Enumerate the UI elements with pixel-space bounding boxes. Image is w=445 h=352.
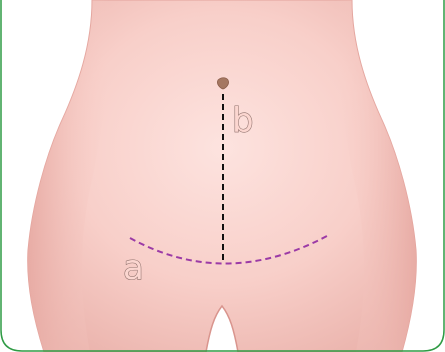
label-a: a — [123, 248, 144, 288]
label-b: b — [232, 101, 254, 141]
